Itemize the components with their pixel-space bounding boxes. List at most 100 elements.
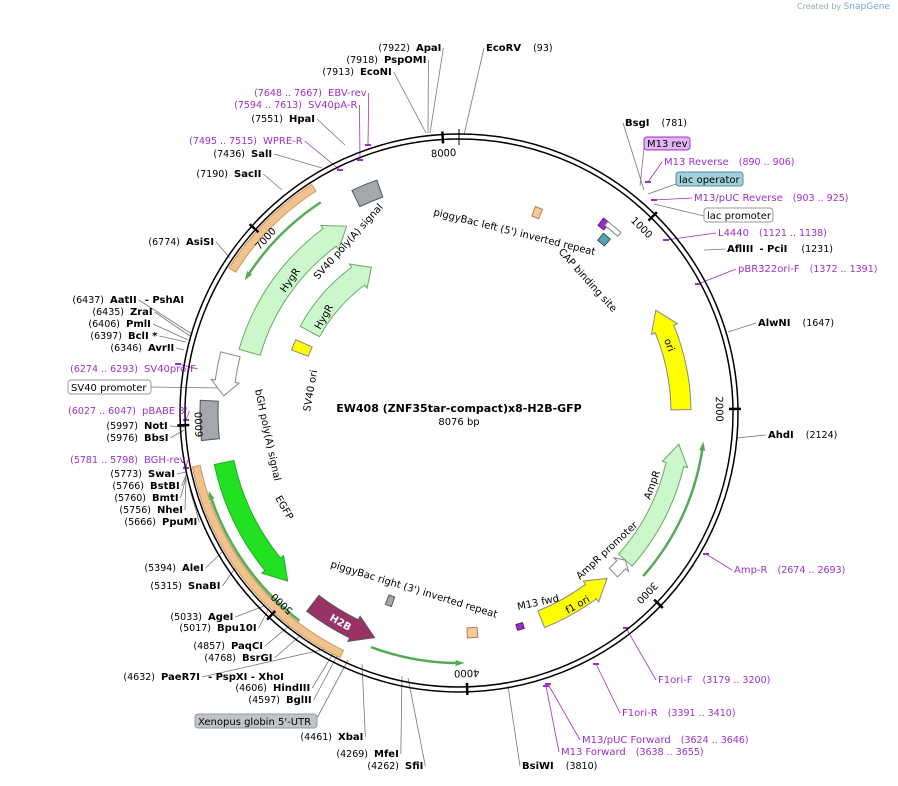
m13rev-box: M13 rev — [643, 136, 691, 151]
enzyme-name: BmtI — [152, 493, 179, 504]
enzyme-name: ZraI — [130, 307, 153, 318]
cap-label: CAP binding site — [556, 247, 619, 315]
enzyme-name: BglII — [286, 695, 312, 706]
enzyme-leader — [263, 173, 283, 191]
enzyme-leader — [429, 47, 444, 134]
primer-leader — [547, 683, 581, 741]
enzyme-position: (7922) — [378, 43, 410, 54]
enzyme-extra: - PciI — [759, 244, 787, 255]
enzyme-position: (1231) — [801, 244, 833, 255]
pb-right-label: piggyBac right (3') inverted repeat — [329, 559, 498, 620]
m13fwd-feature — [515, 621, 525, 631]
m13rev-feature — [597, 217, 611, 231]
sv40-promoter-box: SV40 promoter — [67, 379, 152, 395]
ampr-arrow — [617, 443, 689, 567]
primer-name: M13 Forward — [561, 747, 626, 758]
enzyme-leader — [138, 299, 193, 335]
enzyme-leader — [703, 248, 726, 251]
enzyme-leader — [274, 633, 303, 659]
pb-left-box — [531, 205, 544, 220]
sv40-promoter-arrow — [210, 351, 241, 397]
enzyme-position: (93) — [533, 43, 553, 54]
enzyme-name: AlwNI — [758, 318, 791, 329]
enzyme-position: (6406) — [88, 319, 120, 330]
xenopus-label: Xenopus globin 5'-UTR — [198, 717, 311, 728]
enzyme-position: (6774) — [148, 237, 180, 248]
enzyme-position: (4606) — [235, 683, 267, 694]
enzyme-position: (4269) — [336, 749, 368, 760]
enzyme-name: BclI * — [128, 331, 158, 342]
tick-label: 2000 — [713, 396, 724, 422]
enzyme-name: SfiI — [405, 761, 423, 772]
enzyme-leader — [393, 71, 427, 134]
primer-position: (6274 .. 6293) — [70, 364, 138, 375]
enzyme-name: AleI — [182, 563, 204, 574]
enzyme-leader — [152, 323, 189, 341]
enzyme-leader — [205, 551, 223, 569]
primer-position: (890 .. 906) — [739, 157, 795, 168]
enzyme-position: (7551) — [251, 114, 283, 125]
enzyme-leader — [176, 347, 185, 351]
primer-position: (1121 .. 1138) — [759, 228, 827, 239]
enzyme-leader — [170, 429, 185, 439]
enzyme-name: PmlI — [126, 319, 151, 330]
h2b-arrow — [305, 594, 376, 643]
primer-position: (5781 .. 5798) — [70, 455, 138, 466]
enzyme-position: (5773) — [110, 469, 142, 480]
enzyme-position: (4597) — [248, 695, 280, 706]
primer-name: F1ori-R — [622, 708, 658, 719]
enzyme-position: (5997) — [106, 421, 138, 432]
enzyme-name: NotI — [144, 421, 168, 432]
enzyme-position: (5394) — [144, 563, 176, 574]
orange-green-line — [209, 496, 301, 622]
enzyme-position: (5017) — [179, 623, 211, 634]
enzyme-name: EcoNI — [360, 67, 392, 78]
enzyme-leader — [176, 471, 187, 475]
tick-mark — [266, 609, 277, 621]
primer-name: SV40pro-F — [144, 364, 196, 375]
primer-name: M13/pUC Forward — [582, 735, 671, 746]
enzyme-leader — [735, 434, 767, 439]
primer-position: (3179 .. 3200) — [702, 675, 770, 686]
enzyme-leader — [201, 647, 331, 678]
enzyme-name: MfeI — [374, 749, 399, 760]
enzyme-position: (5756) — [119, 505, 151, 516]
bgh-box — [199, 399, 220, 442]
ampr-green-line-head — [699, 441, 706, 451]
enzyme-extra: - PspXI - XhoI — [208, 672, 284, 683]
primer-position: (3624 .. 3646) — [681, 735, 749, 746]
enzyme-name: BsrGI — [242, 653, 272, 664]
primer-position: (3391 .. 3410) — [668, 708, 736, 719]
primer-name: WPRE-R — [263, 136, 303, 147]
snapgene-logo: SnapGene — [843, 2, 890, 12]
enzyme-position: (7190) — [196, 169, 228, 180]
primer-position: (903 .. 925) — [793, 193, 849, 204]
enzyme-name: AvrII — [148, 343, 174, 354]
enzyme-position: (6437) — [72, 295, 104, 306]
primer-leader — [545, 685, 560, 753]
enzyme-position: (7436) — [213, 149, 245, 160]
pb-right-grey — [384, 594, 396, 608]
enzyme-position: (4461) — [300, 732, 332, 743]
enzyme-position: (2124) — [806, 430, 838, 441]
primer-position: (2674 .. 2693) — [778, 565, 846, 576]
primer-leader — [177, 363, 198, 370]
primer-position: (6027 .. 6047) — [68, 406, 136, 417]
enzyme-name: XbaI — [338, 732, 363, 743]
enzyme-leader — [400, 675, 403, 755]
m13rev-box-leader — [639, 147, 645, 187]
primer-leader — [697, 268, 737, 285]
primer-position: (7594 .. 7613) — [234, 100, 302, 111]
primer-name: BGH-rev — [144, 455, 186, 466]
ampr-promoter-arrow — [608, 556, 630, 578]
enzyme-position: (7918) — [346, 55, 378, 66]
pb-left-label: piggyBac left (5') inverted repeat — [432, 207, 596, 258]
enzyme-position: (6346) — [110, 343, 142, 354]
enzyme-name: SalI — [251, 149, 272, 160]
xenopus-box-leader — [316, 659, 349, 719]
enzyme-leader — [184, 478, 187, 511]
lac-promoter-feature — [604, 220, 622, 237]
enzyme-name: AsiSI — [186, 237, 214, 248]
snapgene-credit: Created by SnapGene — [797, 2, 890, 12]
